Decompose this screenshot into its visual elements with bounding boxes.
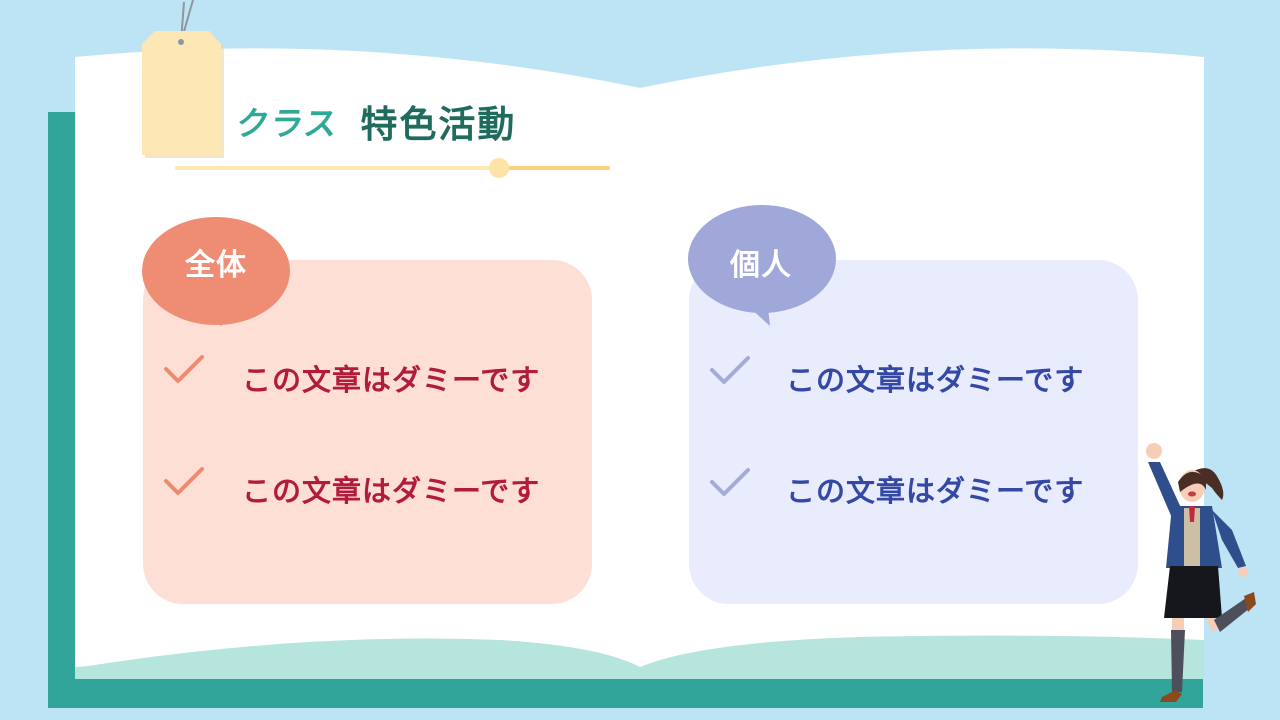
check-icon	[164, 355, 204, 495]
individual-item-2: この文章はダミーです	[786, 474, 1085, 508]
overall-section-label: 全体	[185, 248, 247, 283]
individual-speech-bubble	[688, 205, 836, 326]
slide-title: クラス 特色活動	[234, 96, 517, 146]
title-underline	[175, 158, 610, 178]
individual-section-label: 個人	[730, 248, 792, 283]
underline-knob	[489, 158, 509, 178]
check-icon	[710, 356, 750, 496]
title-main: 特色活動	[360, 103, 517, 146]
tag-icon	[142, 0, 224, 158]
individual-item-1: この文章はダミーです	[786, 363, 1085, 397]
overall-speech-bubble	[142, 217, 290, 326]
overall-item-1: この文章はダミーです	[242, 363, 541, 397]
overall-item-2: この文章はダミーです	[242, 474, 541, 508]
